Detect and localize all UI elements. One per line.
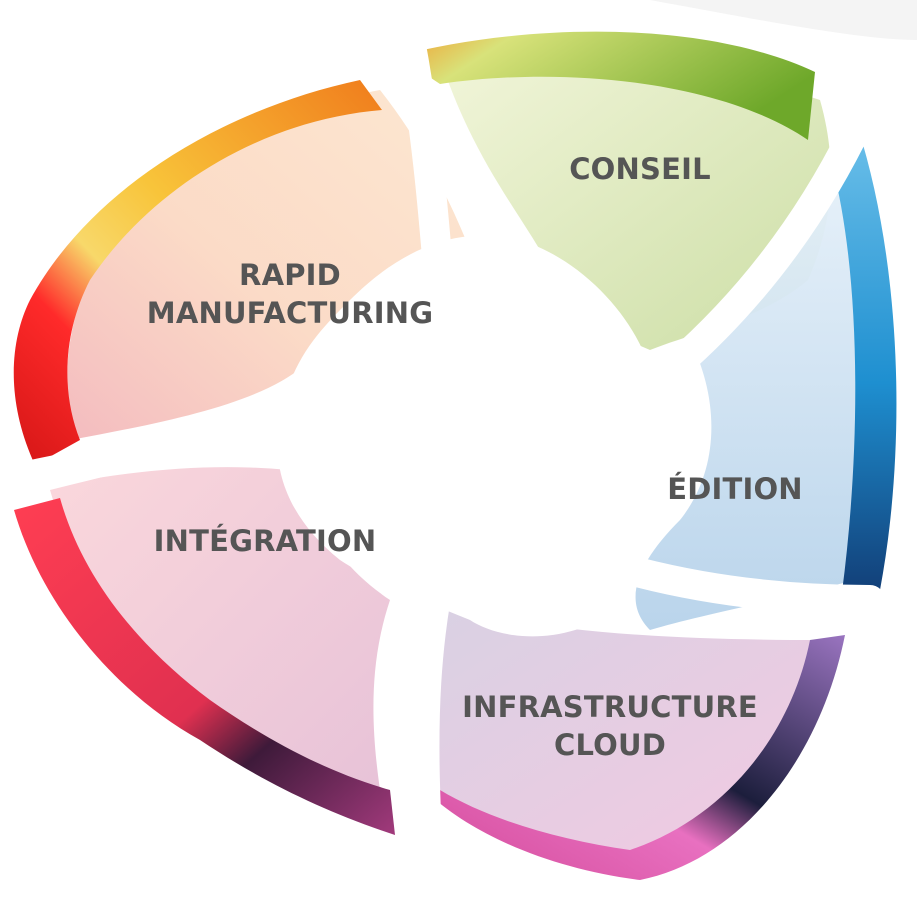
label-edition: ÉDITION xyxy=(640,470,830,508)
segment-infrastructure-cloud-fill xyxy=(413,600,820,860)
label-conseil-line-1: CONSEIL xyxy=(569,152,711,186)
label-integration: INTÉGRATION xyxy=(130,522,400,560)
label-edition-line-1: ÉDITION xyxy=(667,472,803,506)
segment-conseil-fill xyxy=(440,53,831,351)
segment-conseil xyxy=(398,31,831,351)
segment-conseil-rim xyxy=(398,31,815,141)
label-rapid-manufacturing: RAPID MANUFACTURING xyxy=(120,256,460,332)
segment-edition-fill xyxy=(635,140,863,630)
segment-infrastructure-cloud-rim xyxy=(430,635,845,880)
segment-rapid-manufacturing-rim xyxy=(13,80,382,465)
segment-integration xyxy=(14,440,395,835)
segment-edition-rim xyxy=(832,128,897,592)
label-rapid-manufacturing-line-2: MANUFACTURING xyxy=(146,296,434,330)
label-infrastructure-cloud-line-1: INFRASTRUCTURE xyxy=(462,690,758,724)
label-rapid-manufacturing-line-1: RAPID xyxy=(239,258,341,292)
segment-rapid-manufacturing-fill xyxy=(66,90,470,440)
segment-integration-rim xyxy=(14,498,395,835)
segment-infrastructure-cloud xyxy=(413,600,845,880)
segment-edition xyxy=(635,128,897,630)
label-infrastructure-cloud-line-2: CLOUD xyxy=(553,728,666,762)
label-infrastructure-cloud: INFRASTRUCTURE CLOUD xyxy=(430,688,790,764)
background-swirl xyxy=(650,0,917,40)
segment-integration-fill xyxy=(50,440,390,790)
label-conseil: CONSEIL xyxy=(540,150,740,188)
central-hub xyxy=(277,234,665,637)
segment-rapid-manufacturing xyxy=(13,80,470,465)
label-integration-line-1: INTÉGRATION xyxy=(153,524,377,558)
